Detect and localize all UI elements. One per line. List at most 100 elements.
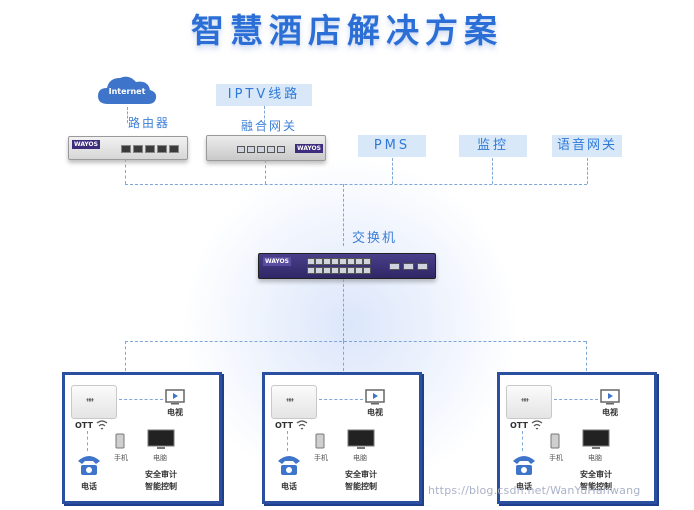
room2-drop-line <box>343 341 344 371</box>
voice-drop-line <box>587 158 588 184</box>
switch-port <box>339 267 347 274</box>
feature-line-2: 智能控制 <box>580 482 612 491</box>
tv-icon <box>365 389 385 405</box>
switch-label: 交换机 <box>352 231 398 246</box>
lower-bus-line <box>125 341 586 342</box>
computer-icon <box>347 429 375 449</box>
monitor-drop-line <box>492 158 493 184</box>
ott-phone-line <box>522 431 523 451</box>
cloud-link-line <box>127 107 128 123</box>
pms-chip: PMS <box>358 135 426 157</box>
switch-port <box>331 258 339 265</box>
computer-label: 电脑 <box>353 454 367 462</box>
mobile-phone-label: 手机 <box>549 454 563 462</box>
router-brand-logo: WAYOS <box>72 140 100 149</box>
ott-tv-line <box>319 399 363 400</box>
feature-line-1: 安全审计 <box>145 470 177 479</box>
telephone-icon <box>513 456 535 475</box>
ott-phone-line <box>287 431 288 451</box>
router-port <box>145 145 155 153</box>
computer-icon <box>582 429 610 449</box>
iptv-link-line <box>264 106 265 132</box>
switch-port <box>323 267 331 274</box>
telephone-icon <box>78 456 100 475</box>
router-port <box>133 145 143 153</box>
monitor-chip: 监控 <box>459 135 527 157</box>
ott-phone-line <box>87 431 88 451</box>
switch-brand-logo: WAYOS <box>263 257 291 266</box>
switch-port <box>339 258 347 265</box>
telephone-label: 电话 <box>81 482 97 491</box>
room-panel-3: ᚓ 电视 OTT 手机 电脑 电话 安全审计 智能控制 <box>497 372 657 504</box>
gateway-device: WAYOS <box>206 135 326 161</box>
switch-port <box>363 267 371 274</box>
gateway-label: 融合网关 <box>241 119 298 133</box>
switch-uplink-port <box>403 263 414 270</box>
room1-drop-line <box>125 341 126 371</box>
mobile-phone-label: 手机 <box>314 454 328 462</box>
voice-gateway-chip: 语音网关 <box>552 135 622 157</box>
ott-box-logo: ᚓ <box>286 396 295 404</box>
telephone-label: 电话 <box>516 482 532 491</box>
bus-to-switch-line <box>343 184 344 246</box>
switch-port <box>307 258 315 265</box>
pms-drop-line <box>392 158 393 184</box>
router-drop-line <box>125 159 126 184</box>
ott-tv-line <box>554 399 598 400</box>
ott-label: OTT <box>510 421 528 430</box>
room-panel-1: ᚓ 电视 OTT 手机 电脑 电话 安全审计 智能控制 <box>62 372 222 504</box>
router-port <box>157 145 167 153</box>
computer-label: 电脑 <box>153 454 167 462</box>
ott-box: ᚓ <box>271 385 317 419</box>
gateway-port <box>237 146 245 153</box>
switch-device: WAYOS <box>258 253 436 279</box>
router-device: WAYOS <box>68 136 188 160</box>
mobile-phone-label: 手机 <box>114 454 128 462</box>
mobile-phone-icon <box>115 433 125 449</box>
tv-icon <box>600 389 620 405</box>
telephone-label: 电话 <box>281 482 297 491</box>
gateway-port <box>267 146 275 153</box>
telephone-icon <box>278 456 300 475</box>
tv-label: 电视 <box>367 408 383 417</box>
gateway-port <box>247 146 255 153</box>
switch-port <box>355 267 363 274</box>
mobile-phone-icon <box>550 433 560 449</box>
room-panel-2: ᚓ 电视 OTT 手机 电脑 电话 安全审计 智能控制 <box>262 372 422 504</box>
gateway-brand-logo: WAYOS <box>295 144 323 153</box>
ott-box-logo: ᚓ <box>86 396 95 404</box>
ott-label: OTT <box>275 421 293 430</box>
page-title: 智慧酒店解决方案 <box>191 11 503 50</box>
switch-port <box>363 258 371 265</box>
wifi-icon <box>296 420 308 430</box>
tv-label: 电视 <box>602 408 618 417</box>
top-bus-line <box>125 184 587 185</box>
switch-port <box>355 258 363 265</box>
switch-port <box>347 258 355 265</box>
internet-label: Internet <box>108 87 146 96</box>
wifi-icon <box>531 420 543 430</box>
tv-icon <box>165 389 185 405</box>
feature-line-1: 安全审计 <box>580 470 612 479</box>
mobile-phone-icon <box>315 433 325 449</box>
ott-box-logo: ᚓ <box>521 396 530 404</box>
router-label: 路由器 <box>128 116 171 130</box>
switch-port <box>331 267 339 274</box>
feature-line-2: 智能控制 <box>145 482 177 491</box>
iptv-line-chip: IPTV线路 <box>216 84 312 106</box>
switch-port <box>315 258 323 265</box>
gateway-drop-line <box>265 160 266 184</box>
wifi-icon <box>96 420 108 430</box>
computer-label: 电脑 <box>588 454 602 462</box>
switch-port <box>315 267 323 274</box>
switch-down-line <box>343 279 344 341</box>
room3-drop-line <box>586 341 587 371</box>
router-port <box>121 145 131 153</box>
switch-port <box>323 258 331 265</box>
gateway-port <box>257 146 265 153</box>
tv-label: 电视 <box>167 408 183 417</box>
computer-icon <box>147 429 175 449</box>
gateway-port <box>277 146 285 153</box>
ott-box: ᚓ <box>506 385 552 419</box>
feature-line-1: 安全审计 <box>345 470 377 479</box>
